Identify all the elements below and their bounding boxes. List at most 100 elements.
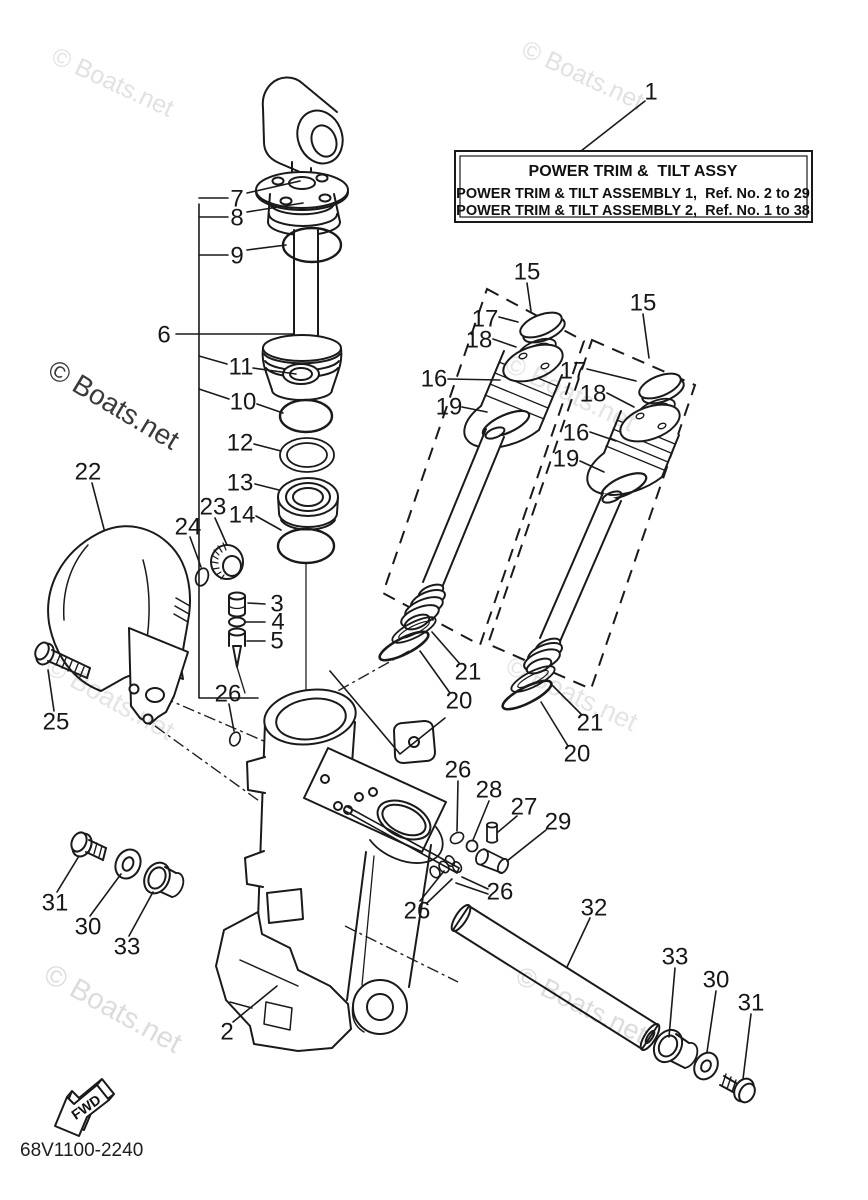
pin-29 [475,848,510,874]
part-label-26: 26 [404,898,431,925]
part-label-8: 8 [230,205,243,232]
part-label-15: 15 [514,259,541,286]
o-ring-26 [449,831,465,845]
drawing-code: 68V1100-2240 [20,1140,143,1161]
part-label-27: 27 [511,794,538,821]
part-label-11: 11 [229,354,254,381]
part-label-21: 21 [577,710,604,737]
part-label-26: 26 [487,879,514,906]
part-label-14: 14 [229,502,256,529]
part-label-15: 15 [630,290,657,317]
part-label-31: 31 [738,990,765,1017]
part-label-29: 29 [545,809,572,836]
main-housing [215,688,447,1052]
part-number-labels: 1789611101213141515171816191718161922232… [42,79,765,1046]
trim-piston-16 [619,403,681,443]
o-ring-24 [194,567,210,587]
backup-ring-12 [279,437,335,473]
part-label-33: 33 [114,934,141,961]
o-ring-26 [228,731,242,747]
title-box-line1: POWER TRIM & TILT ASSEMBLY 1, Ref. No. 2… [456,186,810,202]
part-label-9: 9 [230,243,243,270]
watermark: © Boats.net [39,958,187,1060]
washer-30 [693,1051,719,1081]
part-label-3: 3 [270,591,283,618]
part-label-31: 31 [42,890,69,917]
trim-cylinder-left [378,311,566,662]
part-label-18: 18 [466,327,493,354]
pins-and-orings [228,731,510,879]
part-label-13: 13 [227,470,254,497]
part-label-20: 20 [446,688,473,715]
valve-parts-3-4-5 [228,591,246,694]
part-label-32: 32 [581,895,608,922]
watermark: © Boats.net [43,354,185,456]
cover-bracket [128,627,189,725]
title-box-line2: POWER TRIM & TILT ASSEMBLY 2, Ref. No. 1… [456,203,810,219]
part-label-6: 6 [157,322,170,349]
o-ring-20 [378,630,430,662]
o-ring-20 [501,679,553,711]
watermark: © Boats.net [511,960,652,1049]
part-label-10: 10 [230,389,257,416]
reservoir-cover-group [34,525,246,725]
part-label-30: 30 [703,967,730,994]
pin-27 [486,821,499,844]
trim-cylinder-right [501,372,685,711]
part-label-20: 20 [564,741,591,768]
tilt-shaft-group [450,904,756,1104]
part-label-19: 19 [553,446,580,473]
bolt-25 [34,641,91,679]
part-label-7: 7 [230,186,243,213]
part-label-12: 12 [227,430,254,457]
title-box: POWER TRIM & TILT ASSY POWER TRIM & TILT… [454,150,813,223]
part-label-30: 30 [75,914,102,941]
part-label-18: 18 [580,381,607,408]
part-label-4: 4 [271,609,284,636]
part-label-24: 24 [175,514,202,541]
part-label-26: 26 [215,681,242,708]
trim-assembly-box-right [486,338,697,691]
part-label-21: 21 [455,659,482,686]
o-ring-14 [276,527,336,565]
mounting-plate [303,747,447,853]
part-label-1: 1 [644,79,657,106]
trim-cap-17 [638,372,682,400]
o-ring-4 [228,616,246,628]
part-label-22: 22 [75,459,102,486]
bushing-33 [652,1028,699,1069]
part-label-17: 17 [560,358,587,385]
cylinder-bore [263,688,357,746]
title-box-title: POWER TRIM & TILT ASSY [529,163,738,180]
trim-cap-17 [519,311,563,339]
trim-piston-16 [502,343,564,383]
bolt-31 [70,831,107,861]
part-label-23: 23 [200,494,227,521]
breather-cap-23 [210,542,244,580]
part-label-16: 16 [563,420,590,447]
bolt-31 [719,1073,756,1104]
part-label-16: 16 [421,366,448,393]
bushing-33 [143,861,185,898]
part-label-26: 26 [445,757,472,784]
ring-21 [391,616,437,644]
washer-30 [114,848,142,880]
tilt-rod-assembly [255,76,349,565]
o-ring-10 [278,398,334,434]
watermark: © Boats.net [501,650,642,737]
part-label-5: 5 [270,628,283,655]
fwd-arrow: FWD [54,1078,115,1137]
watermark: © Boats.net [47,42,178,123]
housing-base [215,911,352,1052]
leader-lines [47,100,752,1080]
part-label-25: 25 [43,709,70,736]
part-label-33: 33 [662,944,689,971]
left-fasteners [70,831,185,898]
watermark: © Boats.net [517,35,648,116]
part-label-17: 17 [472,306,499,333]
cylinder-end-nut [262,334,342,362]
ring-28 [465,839,479,853]
part-label-19: 19 [436,394,463,421]
